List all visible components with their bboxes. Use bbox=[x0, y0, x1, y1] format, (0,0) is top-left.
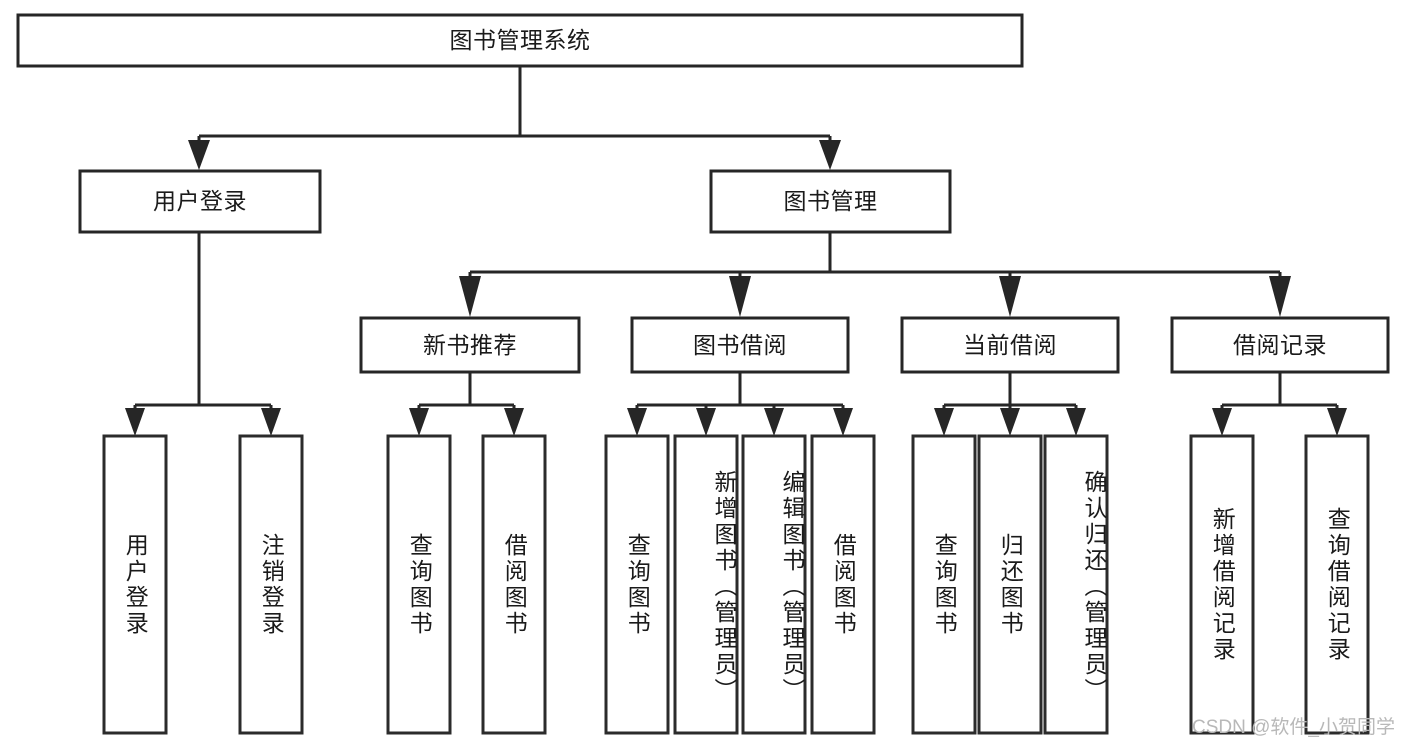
arrow-borrow-leaf8 bbox=[833, 408, 853, 436]
node-box-records[interactable] bbox=[1170, 316, 1390, 374]
arrow-current-leaf10 bbox=[1000, 408, 1020, 436]
arrow-borrow-leaf6 bbox=[696, 408, 716, 436]
arrow-bm-records bbox=[1269, 276, 1291, 317]
node-box-leaf8[interactable] bbox=[810, 434, 876, 735]
node-box-leaf9[interactable] bbox=[911, 434, 977, 735]
arrow-records-leaf12 bbox=[1212, 408, 1232, 436]
node-box-leaf7[interactable] bbox=[741, 434, 807, 735]
node-box-leaf12[interactable] bbox=[1189, 434, 1255, 735]
node-box-login[interactable] bbox=[78, 169, 322, 234]
arrow-root-to-bookmgmt bbox=[819, 140, 841, 170]
arrow-bm-current bbox=[999, 276, 1021, 317]
node-box-bookmgmt[interactable] bbox=[709, 169, 952, 234]
arrow-newbook-leaf4 bbox=[504, 408, 524, 436]
arrow-root-to-login bbox=[188, 140, 210, 170]
arrow-newbook-leaf3 bbox=[409, 408, 429, 436]
node-box-leaf4[interactable] bbox=[481, 434, 547, 735]
node-box-newbook[interactable] bbox=[359, 316, 581, 374]
arrow-records-leaf13 bbox=[1327, 408, 1347, 436]
node-box-leaf1[interactable] bbox=[102, 434, 168, 735]
arrow-borrow-leaf7 bbox=[764, 408, 784, 436]
node-box-leaf2[interactable] bbox=[238, 434, 304, 735]
arrow-current-leaf9 bbox=[934, 408, 954, 436]
node-box-leaf13[interactable] bbox=[1304, 434, 1370, 735]
node-box-leaf5[interactable] bbox=[604, 434, 670, 735]
node-box-leaf10[interactable] bbox=[977, 434, 1043, 735]
node-box-leaf6[interactable] bbox=[673, 434, 739, 735]
arrow-login-leaf1 bbox=[125, 408, 145, 436]
arrow-bm-borrow bbox=[729, 276, 751, 317]
arrow-current-leaf11 bbox=[1066, 408, 1086, 436]
node-box-current[interactable] bbox=[900, 316, 1120, 374]
arrow-bm-newbook bbox=[459, 276, 481, 317]
node-box-borrow[interactable] bbox=[630, 316, 850, 374]
node-box-leaf11[interactable] bbox=[1043, 434, 1109, 735]
arrow-borrow-leaf5 bbox=[627, 408, 647, 436]
node-box-root[interactable] bbox=[16, 13, 1024, 68]
arrow-login-leaf2 bbox=[261, 408, 281, 436]
node-box-leaf3[interactable] bbox=[386, 434, 452, 735]
